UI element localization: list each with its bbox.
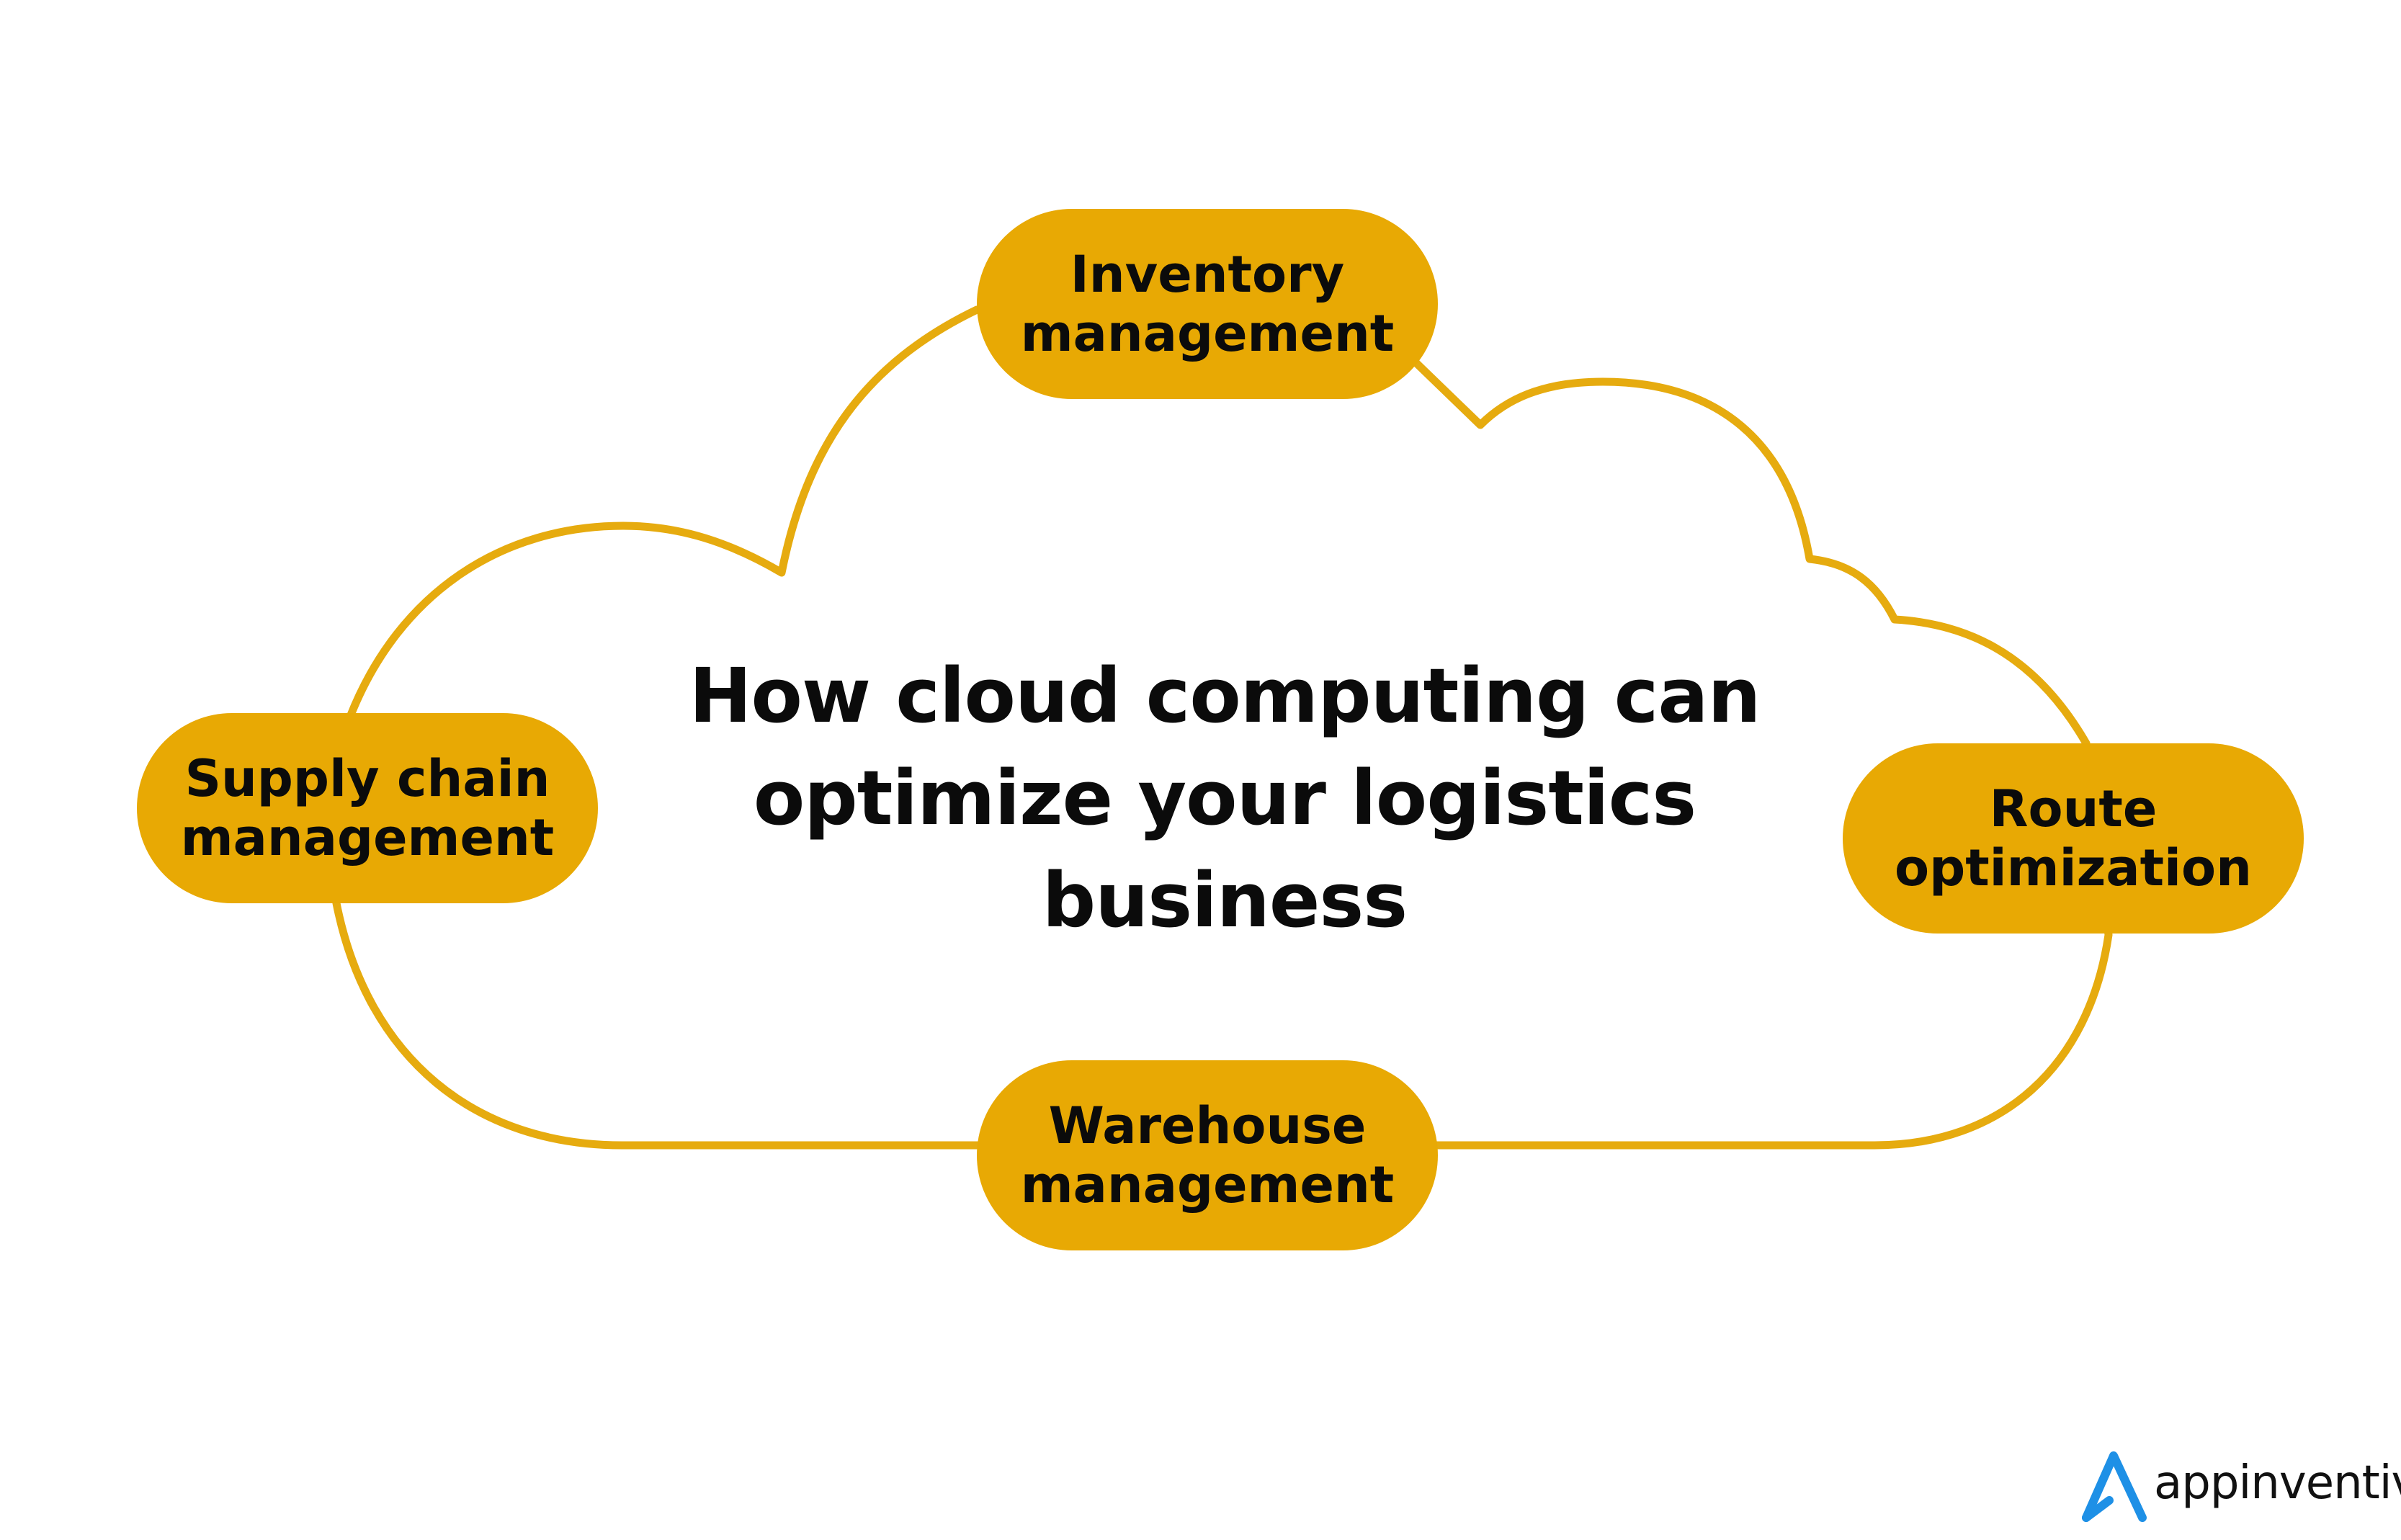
title-line-2: optimize your logistics: [753, 754, 1696, 842]
diagram-title: How cloud computing can optimize your lo…: [648, 645, 1801, 952]
node-bottom-line-2: management: [1020, 1155, 1395, 1214]
node-top-line-1: Inventory: [1070, 245, 1345, 304]
cloud-outline-path: [332, 305, 2113, 1150]
brand-name: appinventiv: [2154, 1456, 2401, 1510]
brand-logo: appinventiv: [2080, 1446, 2401, 1526]
node-route-optimization: Route optimization: [1843, 743, 2304, 934]
node-left-line-1: Supply chain: [184, 749, 550, 808]
appinventiv-logo-icon: [2082, 1451, 2147, 1522]
title-line-3: business: [1042, 856, 1408, 944]
node-supply-chain-management: Supply chain management: [137, 713, 598, 903]
node-right-line-2: optimization: [1895, 838, 2252, 897]
node-right-line-1: Route: [1989, 779, 2158, 838]
title-line-1: How cloud computing can: [689, 652, 1761, 740]
node-warehouse-management: Warehouse management: [977, 1060, 1438, 1250]
node-bottom-line-1: Warehouse: [1048, 1096, 1367, 1155]
node-top-line-2: management: [1020, 304, 1395, 363]
node-inventory-management: Inventory management: [977, 209, 1438, 399]
node-left-line-2: management: [180, 808, 555, 867]
